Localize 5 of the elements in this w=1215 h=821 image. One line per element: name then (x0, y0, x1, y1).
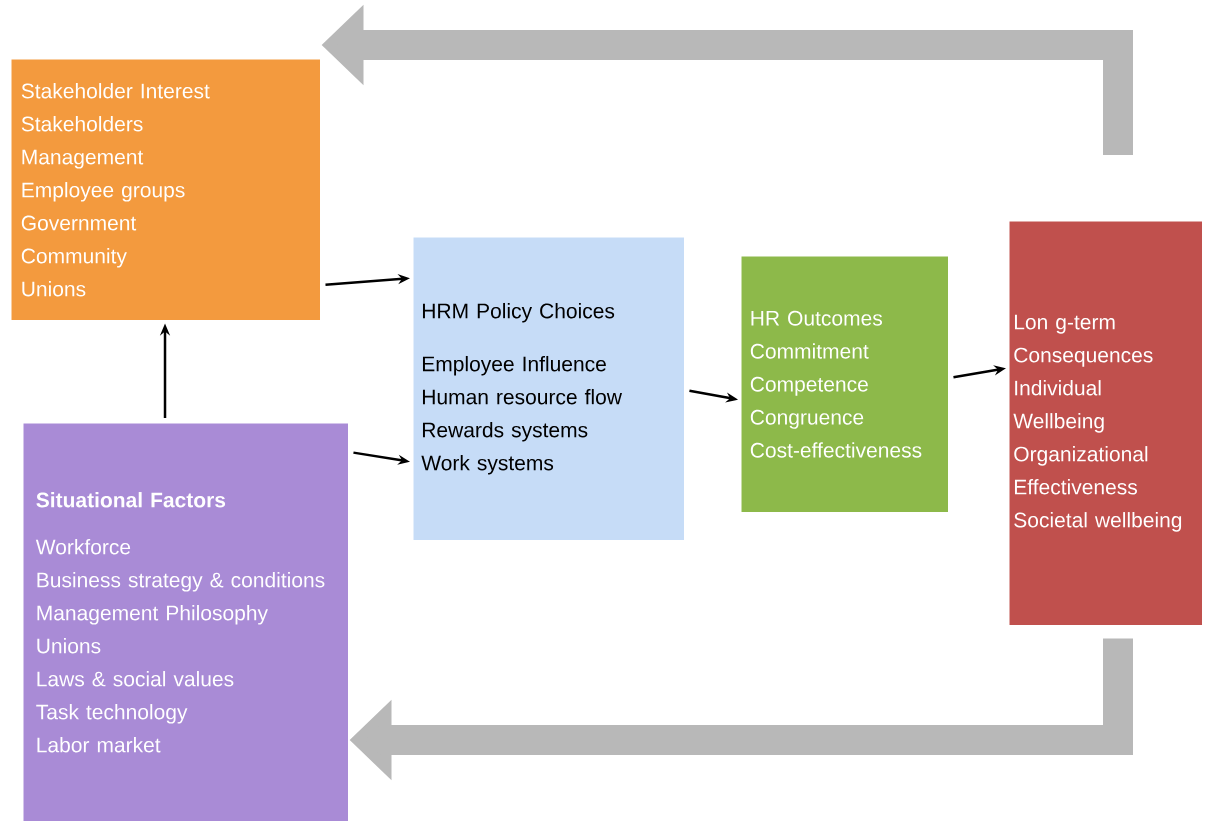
text-box: Stakeholder Interest Stakeholders Management Employee groups Government Community Unions (10, 58, 322, 322)
text-box: Situational Factors Workforce Business strategy & conditions Management Philosophy Unions Laws & social values Task technology Labor market (22, 422, 350, 821)
text-box: HR Outcomes Commitment Competence Congruence Cost-effectiveness (740, 255, 950, 514)
text-box: HRM Policy Choices Employee Influence Human resource flow Rewards systems Work systems (412, 236, 686, 542)
text-box: Lon g-term Consequences Individual Wellbeing Organizational Effectiveness Societal wellbeing (1008, 220, 1204, 627)
